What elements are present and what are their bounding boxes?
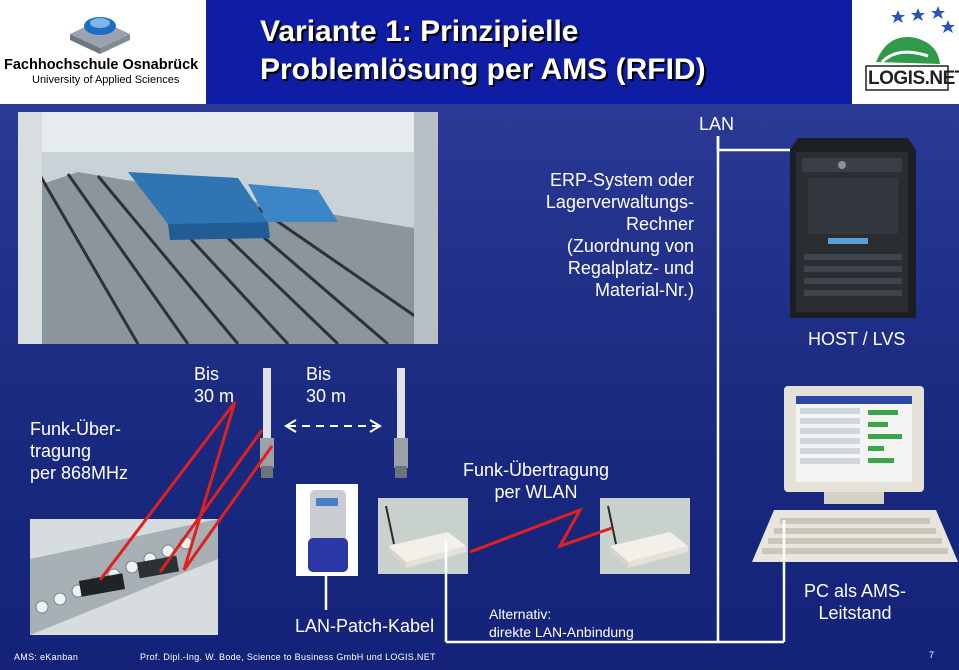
alternative-line: direkte LAN-Anbindung [489, 624, 634, 640]
erp-line: (Zuordnung von [566, 236, 694, 256]
footer-center: Prof. Dipl.-Ing. W. Bode, Science to Bus… [140, 652, 436, 662]
distance-arrow [284, 419, 382, 433]
funk-868-line: Funk-Über- [30, 419, 122, 439]
keyboard-icon [752, 510, 958, 562]
server-icon [788, 138, 918, 320]
funk-wlan-line: per WLAN [494, 482, 578, 502]
partner-logo-text: LOGIS.NET [868, 68, 959, 89]
footer-page-number: 7 [929, 650, 935, 660]
erp-line: Material-Nr.) [594, 280, 694, 300]
slide-title-line-1: Variante 1: Prinzipielle [260, 15, 579, 48]
funk-868-label: Funk-Über- tragung per 868MHz [30, 418, 128, 484]
host-label: HOST / LVS [808, 329, 906, 349]
wlan-router-icon [600, 498, 690, 574]
erp-line: Regalplatz- und [567, 258, 694, 278]
slide-title-line-2: Problemlösung per AMS (RFID) [260, 53, 706, 86]
funk-wlan-label: Funk-Übertragung per WLAN [450, 459, 622, 503]
distance-line: Bis [194, 364, 220, 384]
lan-label: LAN [699, 114, 735, 134]
antenna-icon [386, 368, 416, 480]
university-name: Fachhochschule Osnabrück [4, 57, 199, 73]
pc-leitstand-line: Leitstand [818, 603, 892, 623]
conveyor-photo [30, 519, 218, 635]
erp-line: Rechner [625, 214, 694, 234]
pc-monitor-icon [784, 386, 924, 506]
footer-left: AMS: eKanban [14, 652, 79, 662]
radio-link-868 [98, 401, 274, 581]
funk-868-line: tragung [30, 441, 92, 461]
distance-label-2: Bis 30 m [306, 363, 346, 407]
lan-cable [324, 136, 790, 644]
funk-868-line: per 868MHz [30, 463, 129, 483]
university-logo-icon [60, 6, 140, 56]
erp-line: ERP-System oder [549, 170, 694, 190]
warehouse-photo [18, 112, 439, 346]
rfid-reader-icon [296, 484, 358, 576]
distance-label-1: Bis 30 m [194, 363, 234, 407]
pc-leitstand-label: PC als AMS- Leitstand [780, 580, 930, 624]
erp-system-label: ERP-System oder Lagerverwaltungs- Rechne… [460, 169, 694, 301]
pc-leitstand-line: PC als AMS- [803, 581, 907, 601]
lan-patch-label: LAN-Patch-Kabel [295, 616, 435, 636]
wlan-router-icon [378, 498, 468, 574]
erp-line: Lagerverwaltungs- [545, 192, 694, 212]
title-band [206, 0, 852, 104]
radio-link-wlan [469, 507, 613, 554]
distance-line: Bis [306, 364, 332, 384]
alternative-label: Alternativ: direkte LAN-Anbindung [489, 605, 634, 641]
funk-wlan-line: Funk-Übertragung [462, 460, 610, 480]
distance-line: 30 m [194, 386, 235, 406]
distance-line: 30 m [306, 386, 347, 406]
logis-net-logo-icon [858, 2, 956, 100]
university-subtitle: University of Applied Sciences [32, 74, 180, 86]
alternative-line: Alternativ: [489, 606, 552, 622]
